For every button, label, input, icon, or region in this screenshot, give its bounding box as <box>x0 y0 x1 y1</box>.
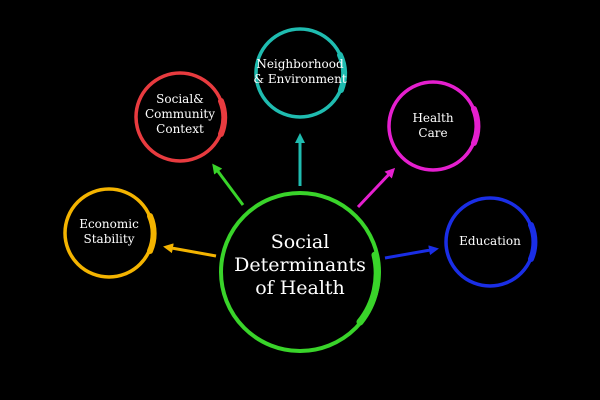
economic-stability-line2: Stability <box>83 232 135 246</box>
social-community-ring-tail <box>218 98 228 137</box>
neighborhood-label: Neighborhood & Environment <box>245 57 355 87</box>
arrow-to-health-care <box>356 167 396 209</box>
health-care-label: Health Care <box>393 111 473 141</box>
economic-stability-ring-tail <box>147 213 157 254</box>
arrow-to-social-community <box>212 163 245 206</box>
social-community-label: Social& Community Context <box>140 92 220 137</box>
neighborhood-line2: & Environment <box>253 72 347 86</box>
center-ring-tail <box>356 251 381 326</box>
center-label: Social Determinants of Health <box>220 231 380 301</box>
arrow-to-education <box>384 245 439 260</box>
neighborhood-line1: Neighborhood <box>256 57 344 71</box>
center-label-line1: Social <box>270 231 330 253</box>
neighborhood-ring-tail <box>337 52 348 93</box>
health-care-line2: Care <box>418 126 448 140</box>
education-label: Education <box>450 234 530 249</box>
health-care-line1: Health <box>412 111 454 125</box>
economic-stability-line1: Economic <box>79 217 139 231</box>
center-label-line2: Determinants <box>234 254 366 277</box>
arrow-to-economic-stability <box>163 243 217 258</box>
social-community-line3: Context <box>156 122 204 136</box>
health-care-ring-tail <box>471 106 481 146</box>
education-line1: Education <box>459 234 521 248</box>
education-ring-tail <box>528 222 538 262</box>
social-community-line2: Community <box>144 107 216 121</box>
social-community-line1: Social& <box>156 92 204 106</box>
center-label-line3: of Health <box>255 277 345 300</box>
economic-stability-label: Economic Stability <box>69 217 149 247</box>
